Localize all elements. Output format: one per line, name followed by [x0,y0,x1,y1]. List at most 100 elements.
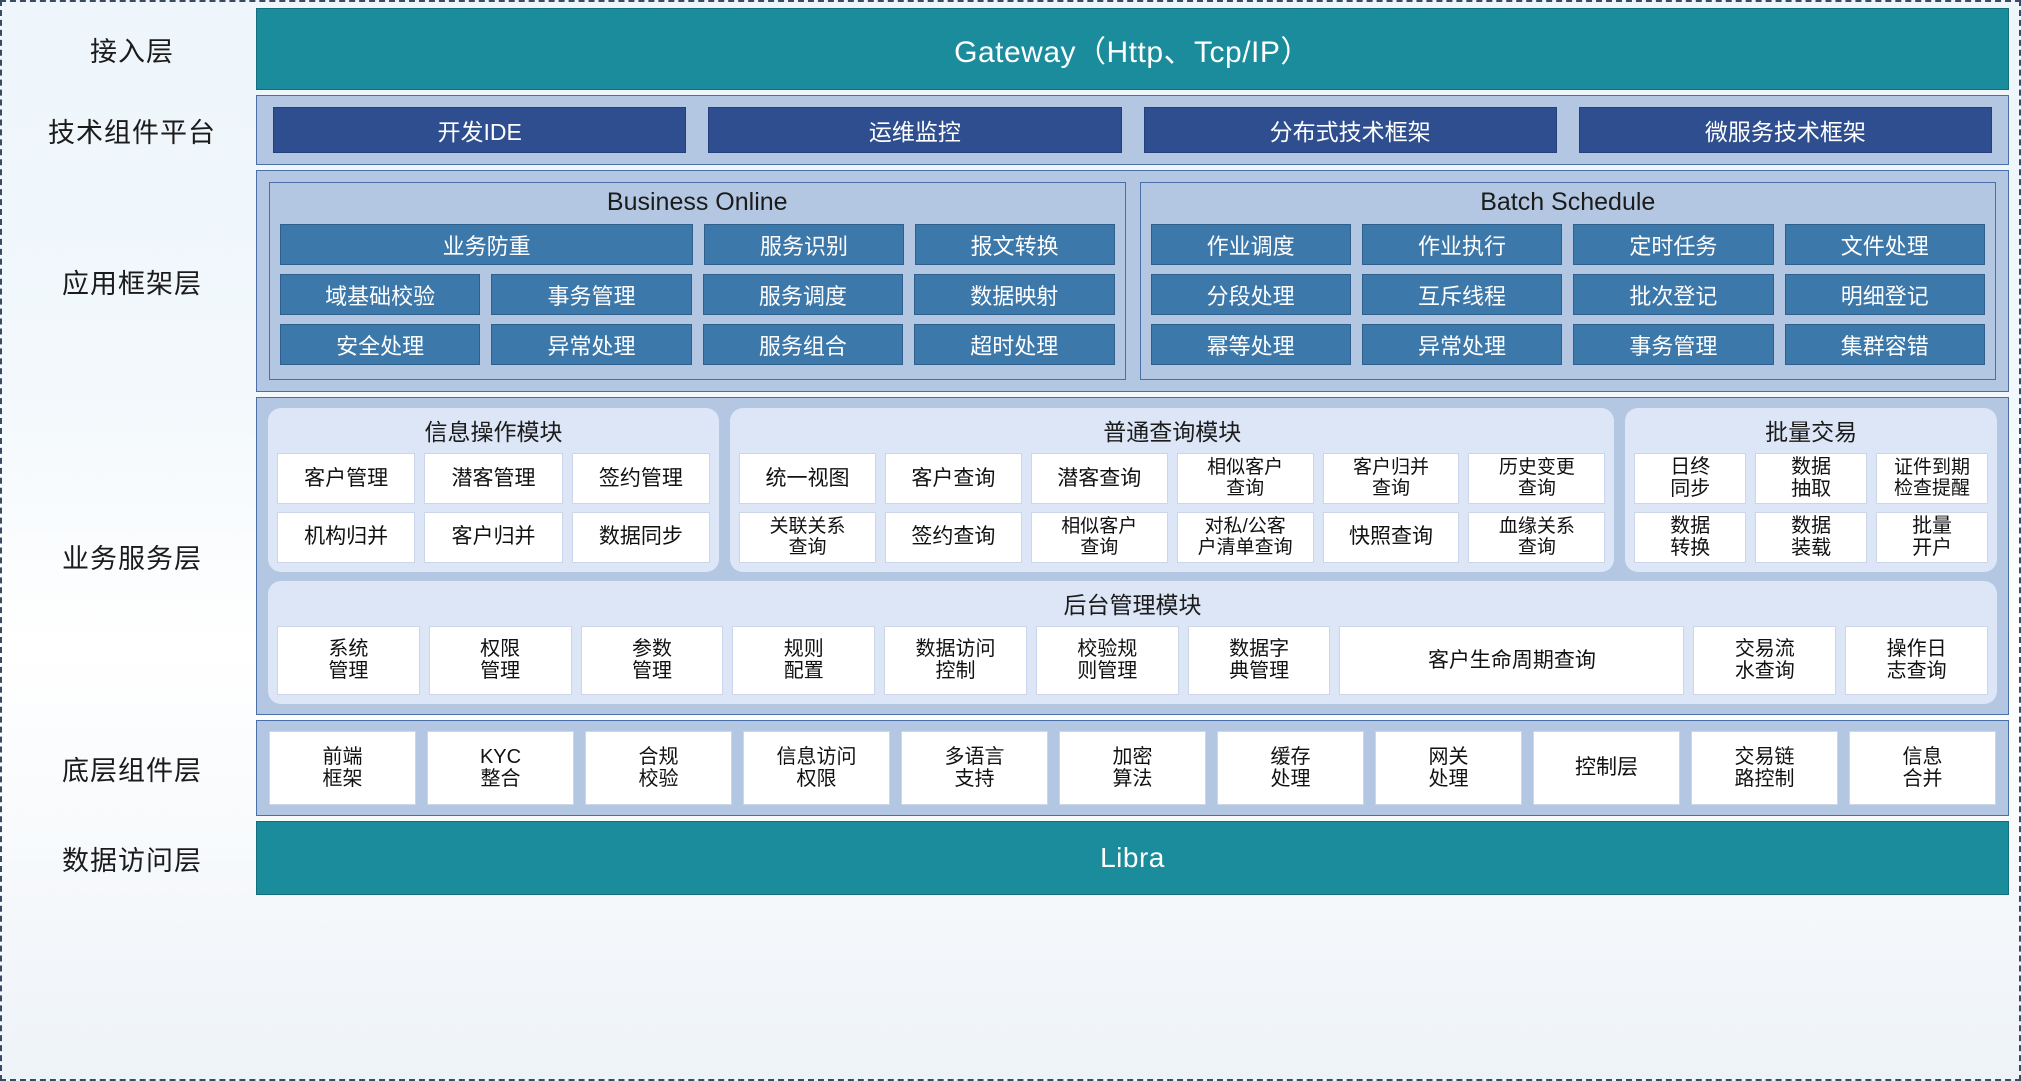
business-service-item[interactable]: 潜客管理 [424,453,563,504]
layer-row-data-access: 数据访问层 Libra [8,821,2009,895]
business-service-card-rows: 日终同步数据抽取证件到期检查提醒数据转换数据装载批量开户 [1634,453,1989,563]
business-service-item[interactable]: 数据抽取 [1755,453,1868,504]
app-framework-item[interactable]: 业务防重 [280,224,694,265]
tech-platform-item[interactable]: 分布式技术框架 [1143,107,1557,153]
app-framework-item[interactable]: 文件处理 [1784,224,1985,265]
app-framework-item[interactable]: 分段处理 [1150,274,1351,315]
business-service-item[interactable]: 签约管理 [571,453,711,504]
base-component-item[interactable]: 缓存处理 [1217,731,1364,805]
base-component-item[interactable]: 多语言支持 [901,731,1048,805]
business-service-card: 信息操作模块客户管理潜客管理签约管理机构归并客户归并数据同步 [268,408,720,572]
business-service-item[interactable]: 统一视图 [739,453,876,504]
business-service-item[interactable]: 相似客户查询 [1030,511,1168,563]
base-component-item[interactable]: 信息合并 [1849,731,1996,805]
app-framework-item[interactable]: 报文转换 [914,224,1115,265]
base-component-item[interactable]: 加密算法 [1059,731,1206,805]
business-service-card-title: 信息操作模块 [424,419,563,445]
app-framework-item[interactable]: 作业执行 [1361,224,1563,265]
app-framework-item[interactable]: 事务管理 [1573,324,1774,365]
app-framework-item[interactable]: 异常处理 [491,324,692,365]
tech-platform-item[interactable]: 开发IDE [273,107,687,153]
tech-platform-items: 开发IDE 运维监控分布式技术框架微服务技术框架 [257,107,2008,153]
layer-label-app-framework: 应用框架层 [62,268,202,299]
business-service-item[interactable]: 客户管理 [277,453,416,504]
business-service-item[interactable]: 相似客户查询 [1176,453,1314,504]
app-framework-item[interactable]: 服务调度 [702,274,904,315]
backoffice-module-item[interactable]: 数据字典管理 [1187,625,1331,695]
backoffice-module-item[interactable]: 交易流水查询 [1693,625,1837,695]
app-framework-item[interactable]: 安全处理 [280,324,481,365]
business-service-item[interactable]: 客户归并查询 [1322,453,1460,504]
tech-platform-item[interactable]: 运维监控 [708,107,1122,153]
app-framework-row: 业务防重服务识别报文转换 [280,224,1115,265]
business-service-item[interactable]: 血缘关系查询 [1468,511,1606,563]
app-framework-item[interactable]: 异常处理 [1361,324,1563,365]
base-component-item[interactable]: 控制层 [1533,731,1680,805]
app-framework-item[interactable]: 服务识别 [704,224,904,265]
business-service-item[interactable]: 对私/公客户清单查询 [1176,511,1314,563]
business-service-item[interactable]: 签约查询 [884,511,1022,563]
backoffice-module-item[interactable]: 权限管理 [428,625,572,695]
backoffice-module-item[interactable]: 客户生命周期查询 [1339,625,1685,695]
app-framework-item[interactable]: 批次登记 [1573,274,1774,315]
layer-label-base-component: 底层组件层 [62,755,202,786]
base-component-item[interactable]: 信息访问权限 [743,731,890,805]
business-service-row: 数据转换数据装载批量开户 [1634,511,1989,563]
base-component-item[interactable]: 网关处理 [1375,731,1522,805]
business-service-item[interactable]: 历史变更查询 [1468,453,1606,504]
base-component-item[interactable]: 交易链路控制 [1691,731,1838,805]
tech-platform-item[interactable]: 微服务技术框架 [1578,107,1992,153]
business-service-item[interactable]: 数据转换 [1634,511,1747,563]
backoffice-module-item[interactable]: 参数管理 [580,625,724,695]
layer-label-tech-platform: 技术组件平台 [48,117,216,148]
app-framework-item[interactable]: 定时任务 [1573,224,1774,265]
business-service-item[interactable]: 数据装载 [1755,511,1868,563]
base-component-item[interactable]: 合规校验 [585,731,732,805]
app-framework-item[interactable]: 事务管理 [491,274,692,315]
libra-banner: Libra [256,821,2009,895]
app-framework-row: 分段处理互斥线程批次登记明细登记 [1150,274,1985,315]
app-framework-group-title: Batch Schedule [1480,188,1656,216]
base-component-item[interactable]: 前端框架 [269,731,416,805]
app-framework-item[interactable]: 服务组合 [702,324,904,365]
layer-row-access: 接入层 Gateway（Http、Tcp/IP） [8,8,2009,90]
backoffice-module-card: 后台管理模块 系统管理权限管理参数管理规则配置数据访问控制校验规则管理数据字典管… [268,580,1997,704]
business-service-item[interactable]: 潜客查询 [1030,453,1168,504]
backoffice-module-item[interactable]: 数据访问控制 [884,625,1027,695]
app-framework-item[interactable]: 作业调度 [1150,224,1351,265]
layer-row-business-service: 业务服务层 信息操作模块客户管理潜客管理签约管理机构归并客户归并数据同步普通查询… [8,397,2009,715]
business-service-card: 普通查询模块统一视图客户查询潜客查询相似客户查询客户归并查询历史变更查询关联关系… [730,408,1615,572]
app-framework-item[interactable]: 集群容错 [1784,324,1985,365]
business-service-row: 统一视图客户查询潜客查询相似客户查询客户归并查询历史变更查询 [739,453,1606,504]
backoffice-module-item[interactable]: 操作日志查询 [1845,625,1988,695]
app-framework-row: 安全处理异常处理服务组合超时处理 [280,324,1115,365]
app-framework-row: 作业调度作业执行定时任务文件处理 [1150,224,1985,265]
backoffice-module-item[interactable]: 规则配置 [732,625,876,695]
business-service-item[interactable]: 关联关系查询 [739,511,876,563]
app-framework-group-rows: 业务防重服务识别报文转换域基础校验事务管理服务调度数据映射安全处理异常处理服务组… [280,224,1115,365]
backoffice-module-item[interactable]: 校验规则管理 [1035,625,1179,695]
app-framework-item[interactable]: 幂等处理 [1150,324,1351,365]
business-service-item[interactable]: 证件到期检查提醒 [1876,453,1989,504]
app-framework-item[interactable]: 域基础校验 [280,274,481,315]
business-service-item[interactable]: 批量开户 [1876,511,1989,563]
app-framework-item[interactable]: 超时处理 [914,324,1115,365]
app-framework-item[interactable]: 明细登记 [1784,274,1985,315]
business-service-card-title: 批量交易 [1765,419,1858,445]
business-service-row: 客户管理潜客管理签约管理 [277,453,711,504]
layer-label-access: 接入层 [90,36,174,67]
business-service-item[interactable]: 机构归并 [277,511,416,563]
business-service-item[interactable]: 客户查询 [884,453,1022,504]
business-service-item[interactable]: 快照查询 [1322,511,1460,563]
app-framework-item[interactable]: 数据映射 [914,274,1115,315]
layer-row-tech-platform: 技术组件平台 开发IDE 运维监控分布式技术框架微服务技术框架 [8,95,2009,165]
business-service-item[interactable]: 日终同步 [1634,453,1747,504]
app-framework-item[interactable]: 互斥线程 [1361,274,1563,315]
business-service-item[interactable]: 数据同步 [571,511,711,563]
backoffice-module-item[interactable]: 系统管理 [277,625,420,695]
business-service-item[interactable]: 客户归并 [424,511,563,563]
